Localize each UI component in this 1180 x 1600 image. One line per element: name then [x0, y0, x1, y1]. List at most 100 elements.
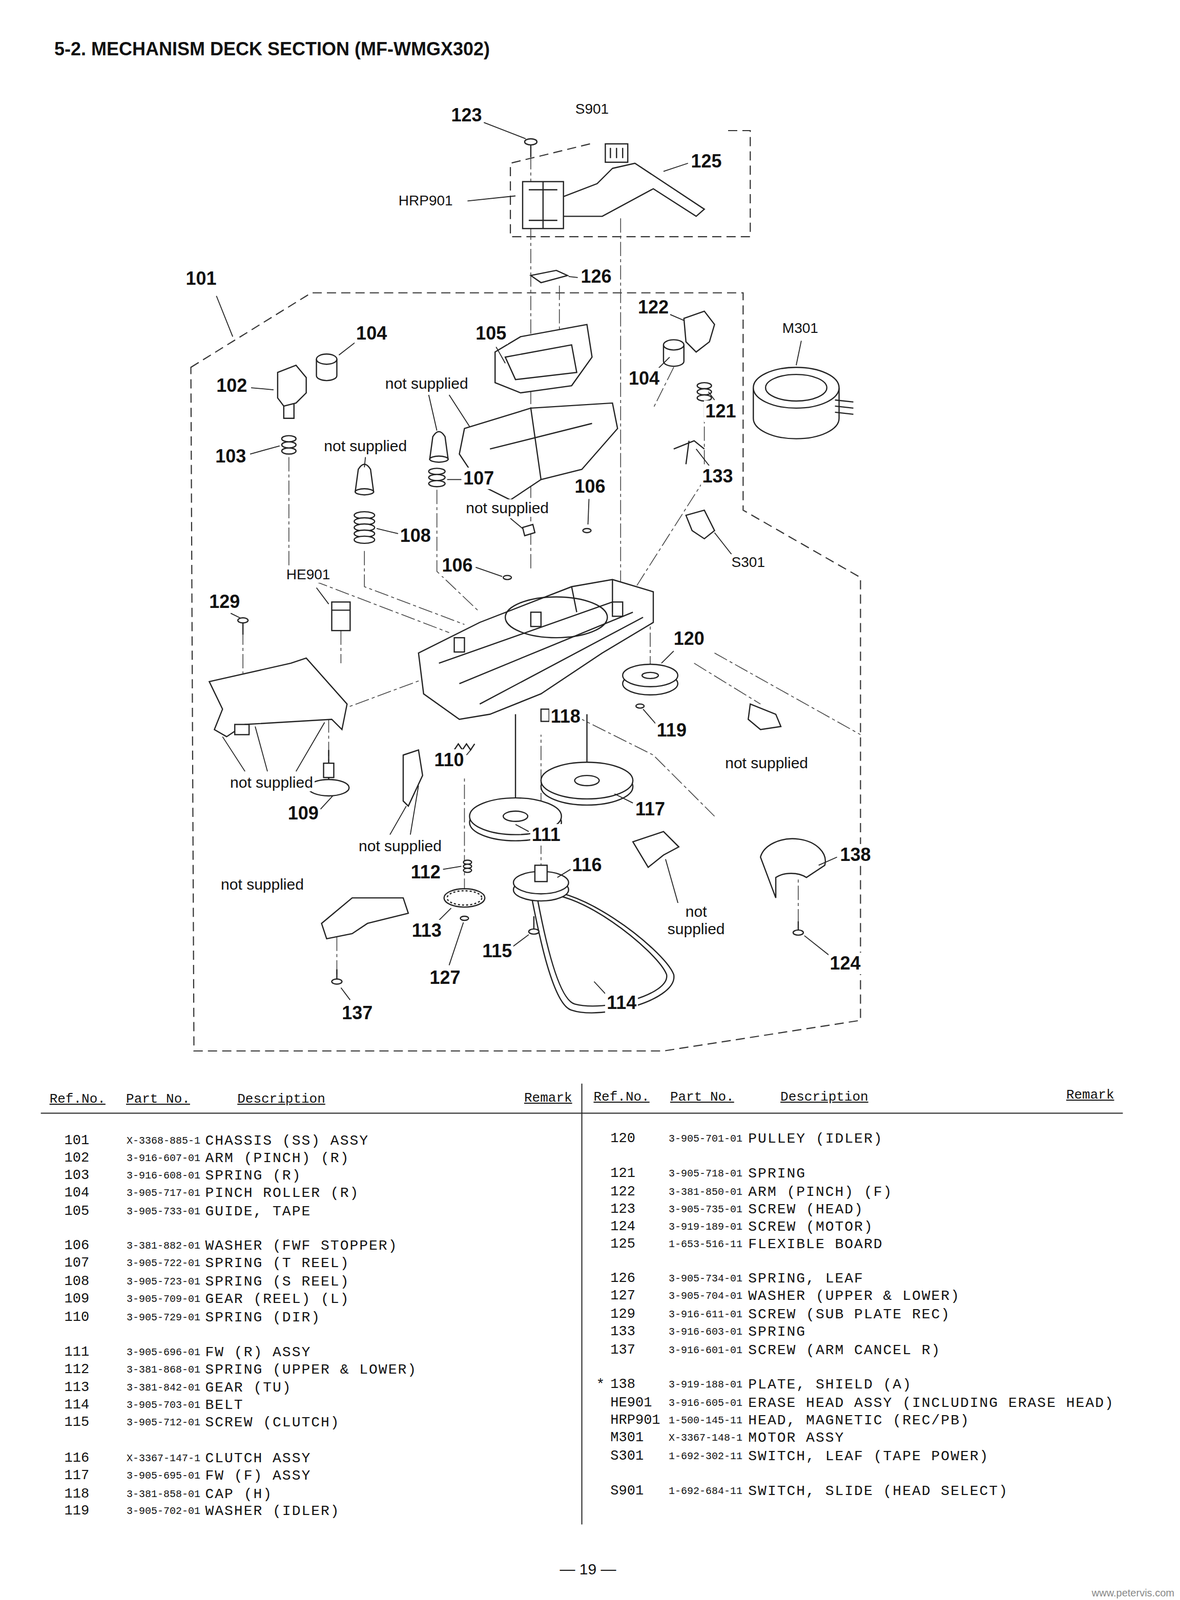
table-ref: 106: [64, 1238, 90, 1254]
part-description: HEAD, MAGNETIC (REC/PB): [748, 1413, 970, 1430]
part-number: 3-905-701-01: [668, 1133, 743, 1146]
part-description: ARM (PINCH) (R): [204, 1150, 350, 1167]
part-drawing: [281, 448, 297, 455]
table-ref: 120: [610, 1131, 636, 1147]
callout-number: 133: [700, 465, 735, 488]
part-description: PINCH ROLLER (R): [204, 1185, 360, 1202]
part-description: ERASE HEAD ASSY (INCLUDING ERASE HEAD): [748, 1395, 1115, 1412]
leader-line: [475, 567, 503, 577]
part-description: CAP (H): [204, 1486, 273, 1503]
part-drawing: [209, 138, 854, 1014]
part-number: 3-916-603-01: [668, 1326, 743, 1338]
part-drawing: [503, 811, 528, 822]
assembly-line: [797, 877, 799, 924]
watermark: www.petervis.com: [1090, 1587, 1176, 1600]
part-drawing: [622, 664, 678, 688]
table-ref: 115: [64, 1415, 90, 1431]
part-number: 3-905-695-01: [126, 1470, 201, 1482]
leader-line: [495, 346, 506, 364]
part-description: GEAR (REEL) (L): [204, 1291, 350, 1308]
part-drawing: [530, 270, 568, 283]
leader-line: [320, 796, 334, 810]
part-drawing: [835, 400, 854, 415]
leader-line: [804, 936, 830, 956]
part-description: SPRING (UPPER & LOWER): [204, 1361, 418, 1378]
callout-number: 122: [636, 296, 671, 319]
table-ref: 137: [610, 1342, 636, 1359]
remark-mark: *: [595, 1377, 605, 1394]
part-number: 3-381-850-01: [668, 1186, 743, 1198]
leader-line: [714, 532, 734, 557]
part-drawing: [505, 344, 577, 380]
part-drawing: [686, 510, 715, 540]
leader-line: [251, 387, 274, 390]
part-description: SCREW (CLUTCH): [204, 1415, 340, 1432]
part-number: 3-905-718-01: [668, 1168, 743, 1180]
part-number: 3-381-868-01: [126, 1363, 201, 1376]
part-number: 1-692-684-11: [668, 1485, 743, 1498]
callout-number: 126: [578, 265, 613, 288]
table-ref: HRP901: [610, 1413, 660, 1429]
table-ref: 133: [610, 1324, 636, 1340]
part-drawing: [209, 658, 347, 737]
callout-number: 118: [549, 706, 583, 728]
callout-number: 114: [605, 992, 638, 1014]
assembly-line: [242, 630, 244, 674]
leader-line: [483, 122, 526, 139]
part-number: 3-919-188-01: [668, 1379, 743, 1392]
table-header: Part No.: [124, 1091, 192, 1108]
part-drawing: [528, 181, 558, 230]
leader-line: [376, 528, 399, 534]
leader-line: [515, 824, 529, 833]
table-header: Ref.No.: [591, 1089, 651, 1106]
part-description: SPRING (DIR): [204, 1309, 321, 1326]
part-drawing: [673, 441, 705, 465]
leader-line: [512, 935, 529, 948]
callout-number: 109: [286, 802, 321, 825]
leader-line: [593, 982, 607, 996]
leader-line: [389, 785, 419, 836]
part-drawing: [605, 143, 628, 163]
leader-line: [230, 613, 241, 619]
table-header: Description: [235, 1091, 327, 1108]
table-rule: [581, 1084, 583, 1526]
part-drawing: [541, 762, 633, 800]
part-number: 3-916-607-01: [126, 1152, 201, 1165]
leader-line: [250, 446, 280, 455]
callout-number: 108: [398, 525, 433, 547]
note: not supplied: [464, 499, 551, 517]
assembly-line: [288, 457, 450, 634]
part-drawing: [428, 474, 446, 481]
part-drawing: [530, 891, 674, 1013]
part-description: WASHER (IDLER): [204, 1503, 340, 1520]
part-number: 3-905-733-01: [126, 1205, 201, 1218]
part-drawing: [528, 929, 540, 935]
part-drawing: [331, 602, 350, 631]
leader-line: [447, 479, 462, 481]
part-description: WASHER (FWF STOPPER): [204, 1238, 398, 1255]
callout-number: 104: [354, 322, 389, 345]
ref-designator: S301: [730, 554, 767, 571]
part-description: CHASSIS (SS) ASSY: [204, 1133, 369, 1150]
assembly-line: [464, 775, 466, 894]
table-header: Remark: [1064, 1087, 1116, 1104]
part-drawing: [494, 324, 592, 393]
leader-line: [364, 457, 366, 468]
table-ref: 116: [64, 1451, 90, 1467]
assembly-line: [694, 663, 761, 705]
callout-number: 101: [183, 267, 218, 290]
part-description: SCREW (HEAD): [748, 1201, 864, 1218]
leader-line: [614, 794, 633, 804]
leader-line: [568, 276, 578, 278]
part-description: SCREW (ARM CANCEL R): [748, 1342, 941, 1359]
assembly-line: [328, 673, 439, 780]
part-number: 3-905-709-01: [126, 1293, 201, 1306]
part-drawing: [489, 408, 592, 480]
callout-number: 120: [672, 628, 707, 650]
part-description: SCREW (SUB PLATE REC): [748, 1306, 951, 1323]
leader-line: [449, 922, 464, 966]
table-ref: 112: [64, 1362, 90, 1378]
table-ref: M301: [610, 1430, 644, 1446]
part-drawing: [355, 488, 374, 495]
part-drawing: [460, 916, 469, 921]
